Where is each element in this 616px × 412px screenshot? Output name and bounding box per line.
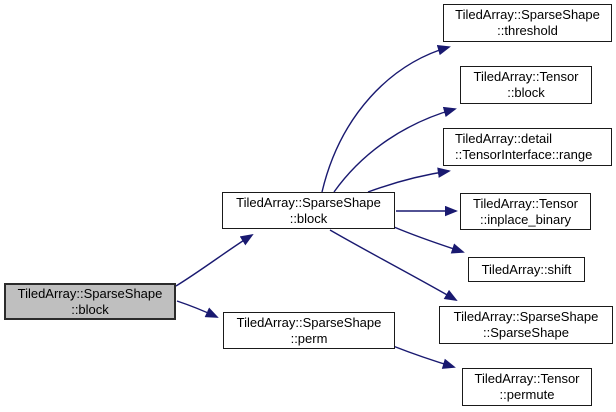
edge-root-to-block — [175, 233, 254, 287]
node-shift[interactable]: TiledArray::shift — [468, 257, 585, 282]
node-label-line2: ::SparseShape — [482, 325, 569, 340]
node-sparseshape-perm[interactable]: TiledArray::SparseShape ::perm — [223, 312, 395, 349]
node-tensor-permute[interactable]: TiledArray::Tensor ::permute — [462, 368, 592, 406]
node-tensor-inplace-binary[interactable]: TiledArray::Tensor ::inplace_binary — [460, 193, 591, 230]
node-label-line1: TiledArray::Tensor — [473, 69, 579, 84]
node-label-line1: TiledArray::detail — [455, 131, 553, 146]
node-tensor-block[interactable]: TiledArray::Tensor ::block — [460, 66, 592, 104]
edge-root-to-perm — [176, 300, 219, 318]
node-label-line2: ::block — [289, 210, 328, 226]
node-label-line1: TiledArray::Tensor — [473, 195, 578, 211]
edge-block-to-sparseshape-ctor — [329, 229, 458, 301]
node-label-line1: TiledArray::SparseShape — [17, 285, 163, 301]
node-label-line1: TiledArray::SparseShape — [455, 7, 600, 22]
node-label-line2: ::TensorInterface::range — [455, 147, 593, 162]
node-sparseshape-threshold[interactable]: TiledArray::SparseShape ::threshold — [443, 4, 612, 42]
edge-block-to-tensor-block — [333, 106, 457, 193]
edge-block-to-range — [367, 167, 451, 193]
node-label-line1: TiledArray::SparseShape — [236, 194, 381, 210]
node-sparseshape-block[interactable]: TiledArray::SparseShape ::block — [222, 192, 395, 229]
node-label-line1: TiledArray::shift — [481, 261, 572, 277]
node-label-line1: TiledArray::Tensor — [474, 371, 580, 386]
node-label-line1: TiledArray::SparseShape — [236, 314, 382, 330]
edge-block-to-shift — [393, 226, 465, 254]
edge-block-to-threshold — [321, 45, 451, 193]
node-label-line2: ::inplace_binary — [479, 211, 572, 227]
node-tensorinterface-range[interactable]: TiledArray::detail ::TensorInterface::ra… — [443, 128, 612, 166]
node-sparseshape-block-current: TiledArray::SparseShape ::block — [4, 283, 176, 320]
node-label-line2: ::threshold — [497, 23, 558, 38]
node-sparseshape-constructor[interactable]: TiledArray::SparseShape ::SparseShape — [439, 306, 613, 344]
node-label-line1: TiledArray::SparseShape — [453, 309, 599, 324]
edge-perm-to-permute — [392, 345, 456, 369]
node-label-line2: ::permute — [499, 387, 555, 402]
node-label-line2: ::block — [71, 301, 109, 317]
node-label-line2: ::perm — [290, 330, 328, 346]
node-label-line2: ::block — [507, 85, 545, 100]
